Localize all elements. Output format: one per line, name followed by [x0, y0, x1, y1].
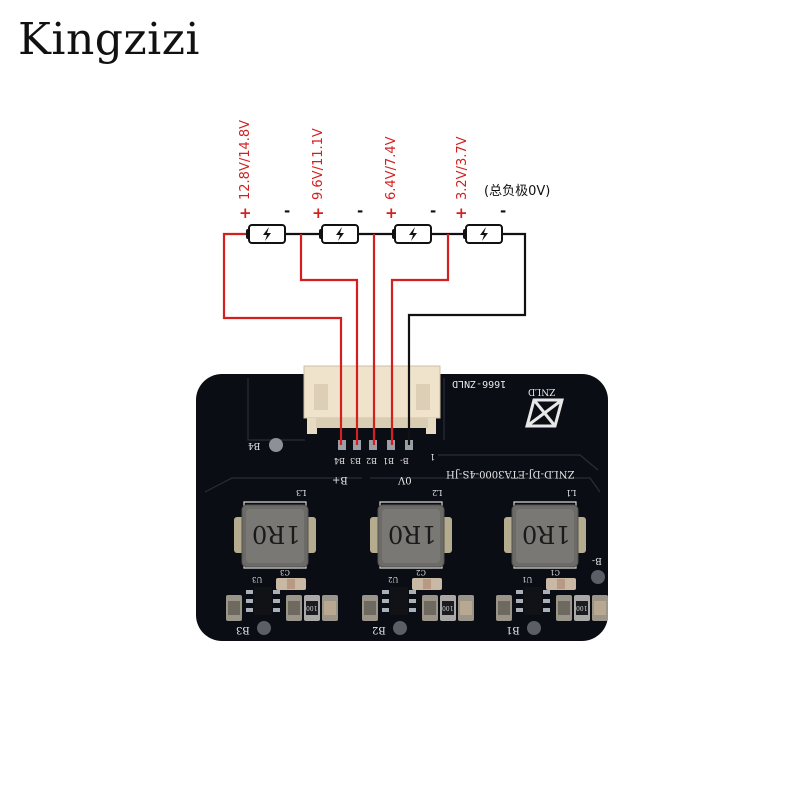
test-pad: [257, 621, 271, 635]
inductor-designator: L1: [566, 488, 577, 497]
label-0v: 0V: [398, 474, 412, 485]
pad-label-b4: B4: [248, 440, 261, 450]
znld-logo: [525, 398, 564, 428]
wire-b1: [390, 234, 450, 445]
inductor-designator: L2: [432, 488, 443, 497]
wire-b3: [299, 234, 359, 445]
ic-pin: [543, 590, 550, 594]
converter-module: [496, 501, 608, 635]
resistor-code: 100: [576, 604, 588, 611]
wire-bminus: [407, 232, 527, 445]
ic-pin: [246, 590, 253, 594]
battery-cell: [392, 224, 432, 244]
cap-designator: C3: [280, 568, 290, 576]
ic-designator: U2: [388, 575, 399, 583]
ic-chip: [254, 587, 272, 615]
ic-pin: [543, 599, 550, 603]
ic-pin: [382, 608, 389, 612]
pin-label-b4: B4: [334, 456, 345, 465]
cell-4-minus-sign: -: [284, 202, 291, 220]
cell-3-minus-sign: -: [357, 202, 364, 220]
ic-chip: [524, 587, 542, 615]
battery-bolt-icon: [336, 227, 344, 241]
pad-designator: B1: [506, 624, 520, 635]
resistor-code: 100: [442, 604, 454, 611]
ic-pin: [409, 599, 416, 603]
pin-label-b3: B3: [350, 456, 361, 465]
cap-designator: C2: [416, 568, 426, 576]
pin-label-b1: B1: [383, 456, 394, 465]
cell-2-minus-sign: -: [430, 202, 437, 220]
inductor-value: 1R0: [388, 520, 437, 548]
ic-pin: [246, 599, 253, 603]
pin-label-b2: B2: [366, 456, 377, 465]
pad-label-bminus: B-: [592, 555, 602, 565]
ic-designator: U1: [522, 575, 533, 583]
board-code: 1666-ZNLD: [452, 378, 507, 389]
battery-cell: [319, 224, 359, 244]
model-number: ZNLD-DJ-ETA3000-4S-JH: [446, 468, 575, 479]
ic-chip: [390, 587, 408, 615]
battery-cell: [463, 224, 503, 244]
ic-pin: [273, 599, 280, 603]
total-negative-note: (总负极0V): [484, 184, 551, 199]
ic-pin: [409, 590, 416, 594]
pcb-board: [196, 365, 608, 641]
ic-pin: [543, 608, 550, 612]
inductor-designator: L3: [296, 488, 307, 497]
wire-b4: [222, 232, 343, 445]
pin1-marker: 1: [430, 452, 436, 461]
battery-bolt-icon: [409, 227, 417, 241]
cell-3-plus-sign: +: [312, 204, 325, 222]
pad-designator: B2: [372, 624, 386, 635]
ic-pin: [409, 608, 416, 612]
cap-designator: C1: [550, 568, 560, 576]
cell-4-plus-sign: +: [239, 204, 252, 222]
test-pad-b4: [269, 438, 283, 452]
silkscreen-outlines: [204, 378, 601, 493]
ic-pin: [516, 608, 523, 612]
cell-1-plus-sign: +: [455, 204, 468, 222]
battery-bolt-icon: [263, 227, 271, 241]
wires: [222, 232, 527, 445]
brand-mark-text: ZNLD: [528, 386, 556, 396]
battery-bolt-icon: [480, 227, 488, 241]
inductor-value: 1R0: [252, 520, 301, 548]
converter-module: [226, 501, 338, 635]
resistor-code: 100: [306, 604, 318, 611]
brand-logo: Kingzizi: [18, 14, 200, 65]
label-bplus: B+: [332, 474, 348, 485]
ic-pin: [516, 599, 523, 603]
ic-pin: [382, 590, 389, 594]
cell-2-plus-sign: +: [385, 204, 398, 222]
ic-designator: U3: [252, 575, 263, 583]
ic-pin: [382, 599, 389, 603]
converter-module: [362, 501, 474, 635]
ic-pin: [273, 590, 280, 594]
test-pad: [527, 621, 541, 635]
ic-pin: [246, 608, 253, 612]
pad-designator: B3: [236, 624, 250, 635]
pin-label-bminus: B-: [400, 456, 409, 465]
inductor-value: 1R0: [522, 520, 571, 548]
ic-pin: [516, 590, 523, 594]
cell-1-minus-sign: -: [500, 202, 507, 220]
battery-cell: [246, 224, 286, 244]
test-pad-bminus: [591, 570, 605, 584]
ic-pin: [273, 608, 280, 612]
jst-connector: [303, 365, 441, 434]
test-pad: [393, 621, 407, 635]
